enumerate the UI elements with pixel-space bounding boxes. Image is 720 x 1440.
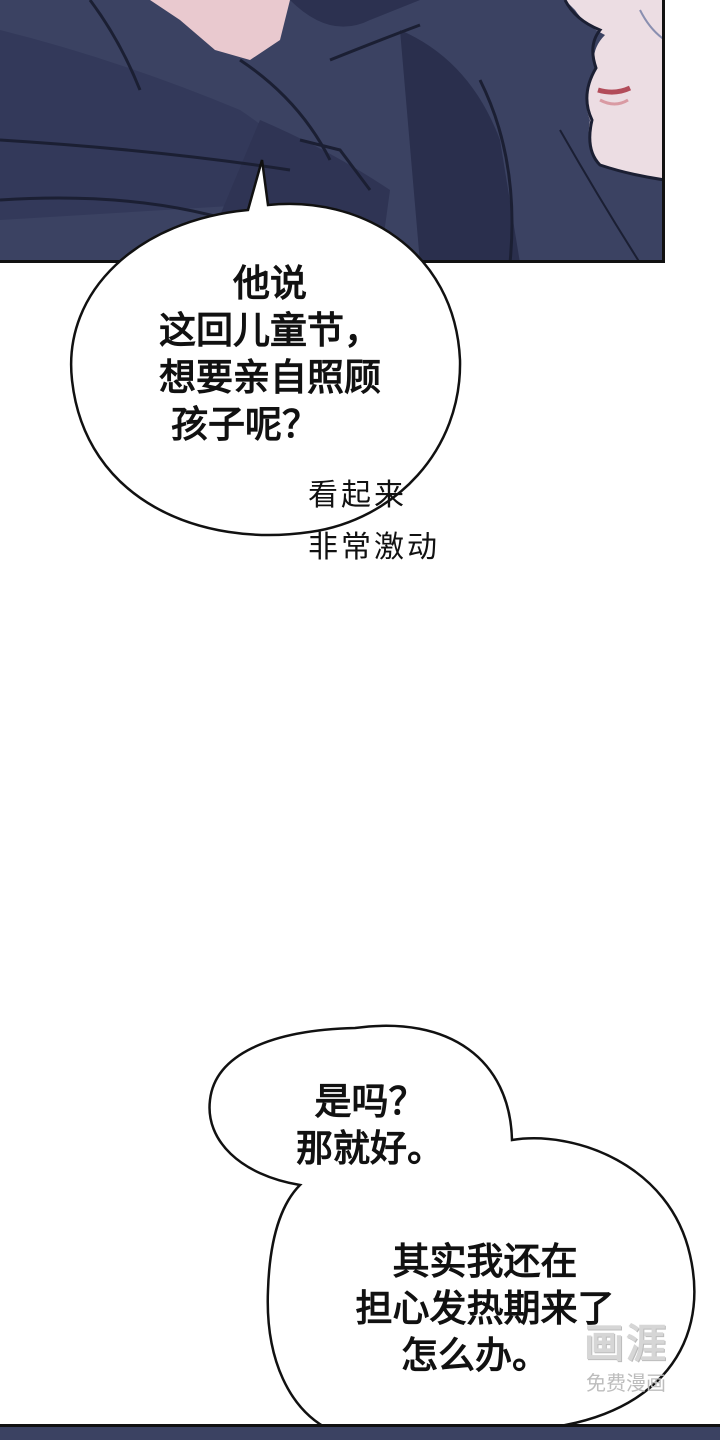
speech-bubble-3-text: 其实我还在 担心发热期来了 怎么办。 (330, 1238, 640, 1379)
bubble-2-line: 是吗？ (314, 1080, 426, 1123)
bubble-3-line: 其实我还在 (392, 1240, 578, 1283)
watermark-logo: 画涯 (584, 1321, 668, 1367)
speech-bubble-1-text: 他说 这回儿童节， 想要亲自照顾 孩子呢？ (110, 260, 430, 448)
bubble-1-line: 他说 (233, 262, 307, 305)
bubble-1-line: 这回儿童节， (159, 309, 381, 352)
bubble-3-line: 怎么办。 (401, 1334, 549, 1377)
manga-panel-bottom (0, 1424, 720, 1440)
bubble-1-line: 孩子呢？ (171, 403, 319, 446)
bubble-3-line: 担心发热期来了 (355, 1287, 615, 1330)
sfx-line: 非常激动 (308, 530, 440, 565)
handwritten-sfx: 看起来 非常激动 (308, 470, 440, 574)
bubble-2-line: 那就好。 (296, 1127, 444, 1170)
watermark-subtitle: 免费漫画 (586, 1371, 666, 1395)
watermark: 画涯 免费漫画 (566, 1318, 686, 1418)
sfx-line: 看起来 (308, 478, 407, 513)
speech-bubble-2-text: 是吗？ 那就好。 (270, 1078, 470, 1172)
bubble-1-line: 想要亲自照顾 (159, 356, 381, 399)
